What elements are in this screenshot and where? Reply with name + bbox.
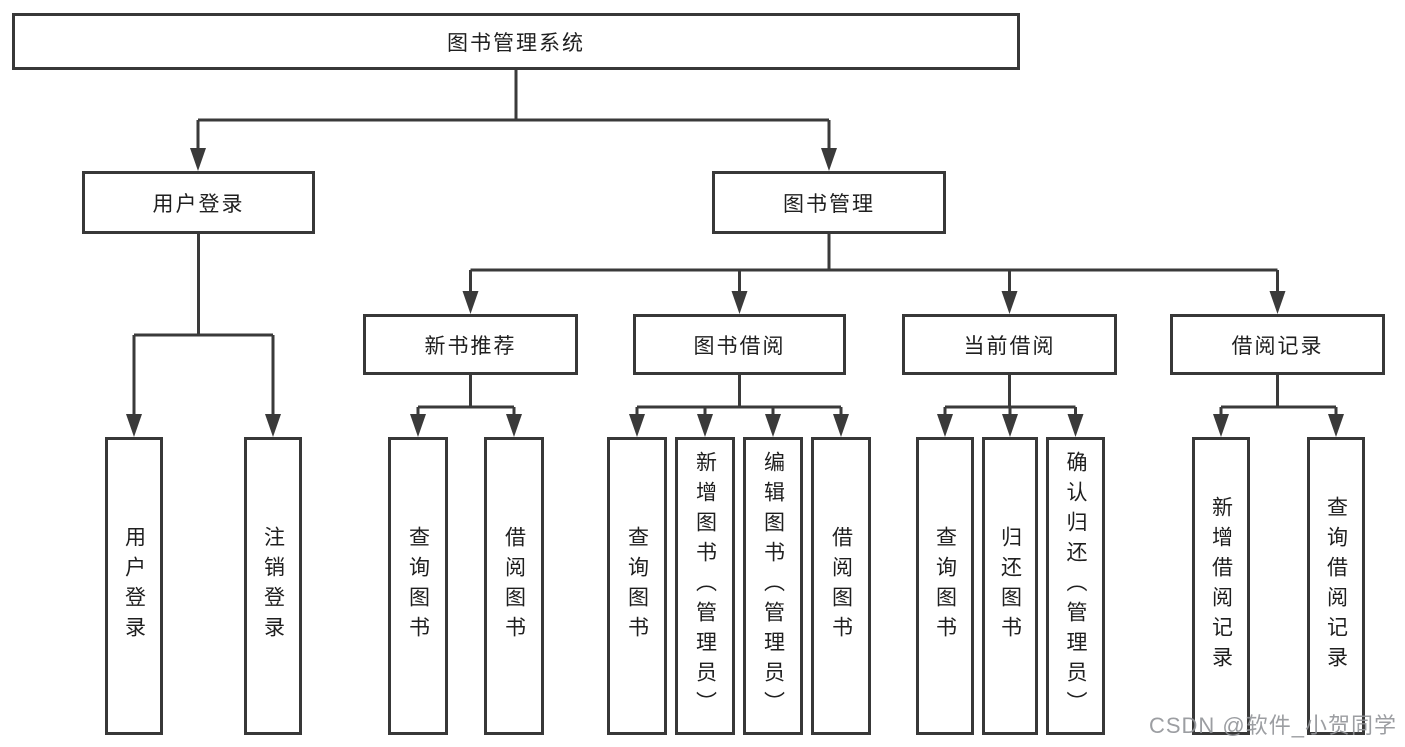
node-label: 图书借阅 — [693, 334, 786, 358]
leaf-label: 新增借阅记录 — [1209, 496, 1233, 676]
leaf-query-books-borrow: 查询图书 — [607, 437, 667, 735]
leaf-add-books-admin: 新增图书（管理员） — [675, 437, 735, 735]
leaf-confirm-return-admin: 确认归还（管理员） — [1046, 437, 1105, 735]
edge-borrowrecord-to-leaves — [1219, 375, 1338, 417]
leaf-borrow-books: 借阅图书 — [811, 437, 871, 735]
edge-root-to-level2 — [196, 70, 831, 151]
node-root-system: 图书管理系统 — [12, 13, 1020, 70]
node-label: 用户登录 — [152, 192, 245, 216]
leaf-borrow-books-recommend: 借阅图书 — [484, 437, 544, 735]
node-label: 当前借阅 — [963, 334, 1056, 358]
leaf-label: 编辑图书（管理员） — [761, 451, 785, 721]
node-borrow-record: 借阅记录 — [1170, 314, 1385, 375]
node-label: 借阅记录 — [1231, 334, 1324, 358]
edge-bookmgmt-to-level3 — [469, 234, 1279, 294]
node-user-login: 用户登录 — [82, 171, 315, 234]
leaf-label: 新增图书（管理员） — [693, 451, 717, 721]
leaf-query-borrow-record: 查询借阅记录 — [1307, 437, 1365, 735]
leaf-query-books-recommend: 查询图书 — [388, 437, 448, 735]
leaf-label: 注销登录 — [261, 526, 285, 646]
leaf-label: 归还图书 — [998, 526, 1022, 646]
node-new-book-recommend: 新书推荐 — [363, 314, 578, 375]
arrow-heads — [126, 148, 1344, 437]
leaf-return-books: 归还图书 — [982, 437, 1038, 735]
edge-currentborrow-to-leaves — [943, 375, 1077, 417]
csdn-watermark: CSDN @软件_小贺同学 — [1148, 713, 1397, 738]
edge-bookborrow-to-leaves — [635, 375, 843, 417]
leaf-user-login: 用户登录 — [105, 437, 163, 735]
leaf-label: 借阅图书 — [502, 526, 526, 646]
leaf-query-books-current: 查询图书 — [916, 437, 974, 735]
edge-newbook-to-leaves — [416, 375, 516, 417]
node-label: 图书管理系统 — [447, 31, 585, 55]
leaf-label: 查询图书 — [406, 526, 430, 646]
leaf-logout: 注销登录 — [244, 437, 302, 735]
leaf-add-borrow-record: 新增借阅记录 — [1192, 437, 1250, 735]
leaf-edit-books-admin: 编辑图书（管理员） — [743, 437, 803, 735]
leaf-label: 借阅图书 — [829, 526, 853, 646]
leaf-label: 查询借阅记录 — [1324, 496, 1348, 676]
node-label: 新书推荐 — [424, 334, 517, 358]
node-book-management: 图书管理 — [712, 171, 946, 234]
edge-userlogin-to-leaves — [132, 234, 275, 417]
leaf-label: 确认归还（管理员） — [1064, 451, 1087, 721]
leaf-label: 查询图书 — [625, 526, 649, 646]
leaf-label: 查询图书 — [933, 526, 957, 646]
node-label: 图书管理 — [783, 192, 875, 216]
node-book-borrow: 图书借阅 — [633, 314, 846, 375]
leaf-label: 用户登录 — [122, 526, 146, 646]
node-current-borrow: 当前借阅 — [902, 314, 1117, 375]
